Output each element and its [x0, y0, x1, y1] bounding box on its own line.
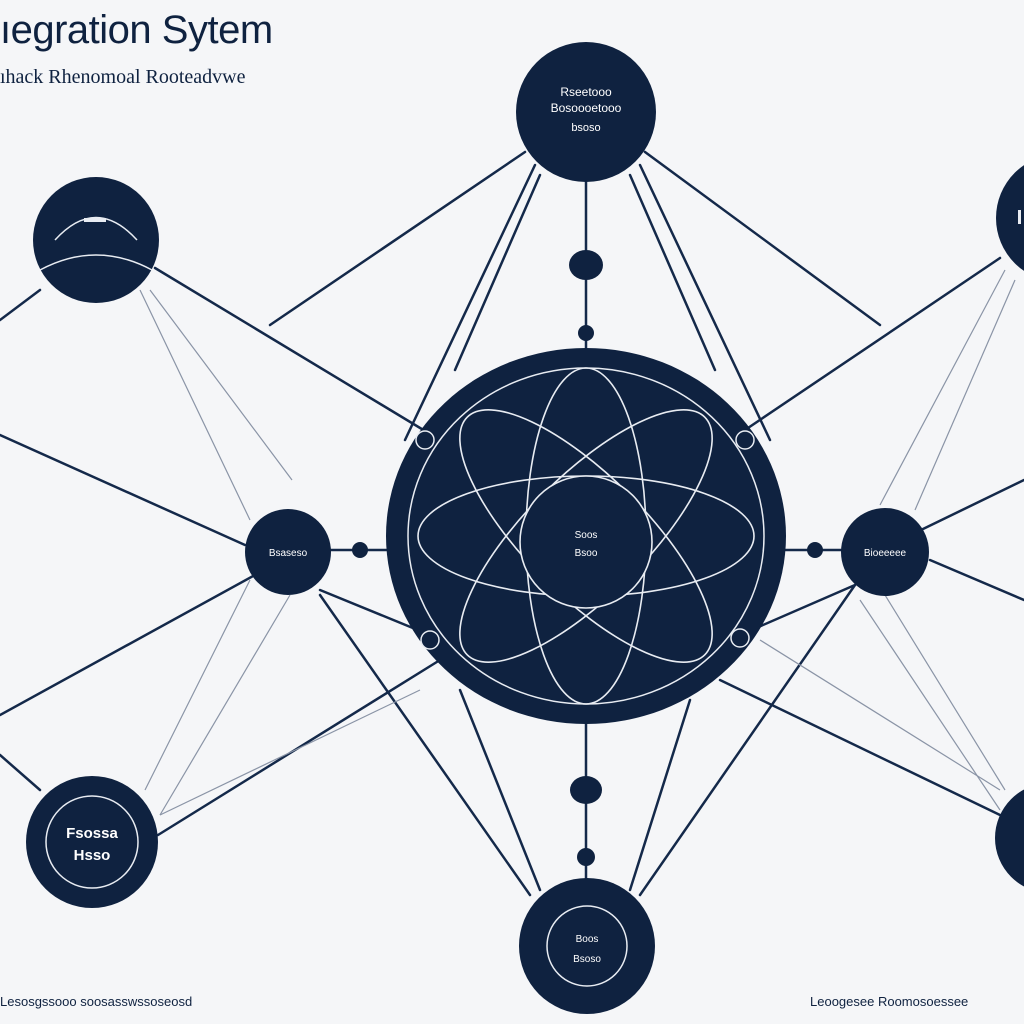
dot-left	[352, 542, 368, 558]
thin-ul-left	[139, 289, 251, 521]
node-bottom[interactable]: Boos Bsoso	[519, 878, 655, 1014]
page-title: ıegration Sytem	[0, 8, 273, 52]
connector-top-core-right	[638, 163, 772, 442]
connector-ul-left-edge	[0, 288, 42, 322]
core-label-2: Bsoo	[575, 548, 598, 559]
thin-ur-right	[879, 269, 1006, 506]
node-bottom-left[interactable]: Fsossa Hsso	[26, 776, 158, 908]
node-top-circle	[516, 42, 656, 182]
connector-top-right	[643, 150, 882, 327]
core-hub: Soos Bsoo	[386, 348, 786, 724]
node-left[interactable]: Bsaseso	[245, 509, 331, 595]
node-bottom-left-label-2: Hsso	[74, 847, 111, 864]
node-right-label: Bioeeeee	[864, 548, 907, 559]
node-upper-left-circle	[33, 177, 159, 303]
connector-left-down	[318, 593, 532, 897]
footer-caption-left: Lesosgssooo soosasswssoseosd	[0, 994, 193, 1009]
thin-bl-core	[159, 689, 421, 816]
secondary-lines	[139, 269, 1016, 816]
node-bottom-left-ring	[45, 795, 139, 889]
core-inner	[519, 475, 653, 609]
node-right[interactable]: Bioeeeee	[841, 508, 929, 596]
connector-bl-core	[156, 658, 442, 837]
thin-right-br	[884, 594, 1006, 791]
connector-top-left-node	[453, 173, 542, 372]
node-top[interactable]: Rseetooo Bosoooetooo bsoso	[516, 42, 656, 182]
connector-left-bottom	[0, 573, 257, 717]
core-port-ne	[735, 430, 755, 450]
connector-top-core-left	[403, 163, 537, 442]
thin-left-bl	[144, 579, 251, 791]
footer-caption-right: Leoogesee Roomosoessee	[810, 994, 969, 1009]
node-upper-right-circle	[996, 165, 1024, 271]
thin-ur-right-2	[914, 279, 1016, 511]
thin-right-br-2	[859, 599, 1001, 811]
connector-bottom-right-core	[628, 698, 692, 892]
node-upper-left[interactable]	[33, 177, 159, 303]
node-bottom-label-2: Bsoso	[573, 954, 601, 965]
connector-br-core	[718, 678, 1002, 817]
node-left-label: Bsaseso	[269, 548, 308, 559]
connector-bottom-left-core	[458, 688, 542, 892]
thin-ul-left-2	[149, 289, 293, 481]
connector-bl-left-edge	[0, 753, 42, 792]
core-port-se	[730, 628, 750, 648]
node-upper-left-arc-2	[39, 254, 153, 271]
core-label-1: Soos	[575, 530, 598, 541]
node-bottom-right-circle	[995, 789, 1024, 887]
core-port-sw	[420, 630, 440, 650]
connector-ur-core	[743, 256, 1002, 432]
connector-left-edge-upper	[0, 433, 247, 547]
thin-core-br	[759, 639, 1001, 791]
connector-top-left	[268, 150, 527, 327]
node-bottom-ring	[546, 905, 628, 987]
node-right-circle	[841, 508, 929, 596]
node-upper-left-arc	[54, 216, 138, 241]
dot-top-1	[569, 250, 603, 280]
node-bottom-left-label-1: Fsossa	[66, 825, 118, 842]
node-upper-left-mark	[84, 218, 106, 222]
connector-top-right-node	[628, 173, 717, 372]
node-upper-right[interactable]	[996, 154, 1024, 282]
node-left-circle	[245, 509, 331, 595]
core-port-nw	[415, 430, 435, 450]
connector-right-edge-lower	[928, 558, 1024, 602]
connector-ul-core	[153, 266, 442, 442]
node-bottom-label-1: Boos	[576, 934, 599, 945]
node-upper-right-mark	[1018, 210, 1021, 224]
dot-top-2	[578, 325, 594, 341]
junction-dots	[352, 250, 823, 866]
node-top-label-2: Bosoooetooo	[551, 101, 622, 115]
dot-bottom-1	[570, 776, 602, 804]
node-top-label-3: bsoso	[571, 122, 600, 134]
node-bottom-right[interactable]	[995, 783, 1024, 893]
dot-bottom-2	[577, 848, 595, 866]
node-top-label-1: Rseetooo	[560, 85, 612, 99]
connector-right-bottom	[638, 583, 857, 897]
node-bottom-circle	[519, 878, 655, 1014]
thin-left-bl-2	[159, 594, 291, 816]
dot-right	[807, 542, 823, 558]
page-subtitle: ıhack Rhenomoal Rooteadvwe	[0, 66, 246, 88]
